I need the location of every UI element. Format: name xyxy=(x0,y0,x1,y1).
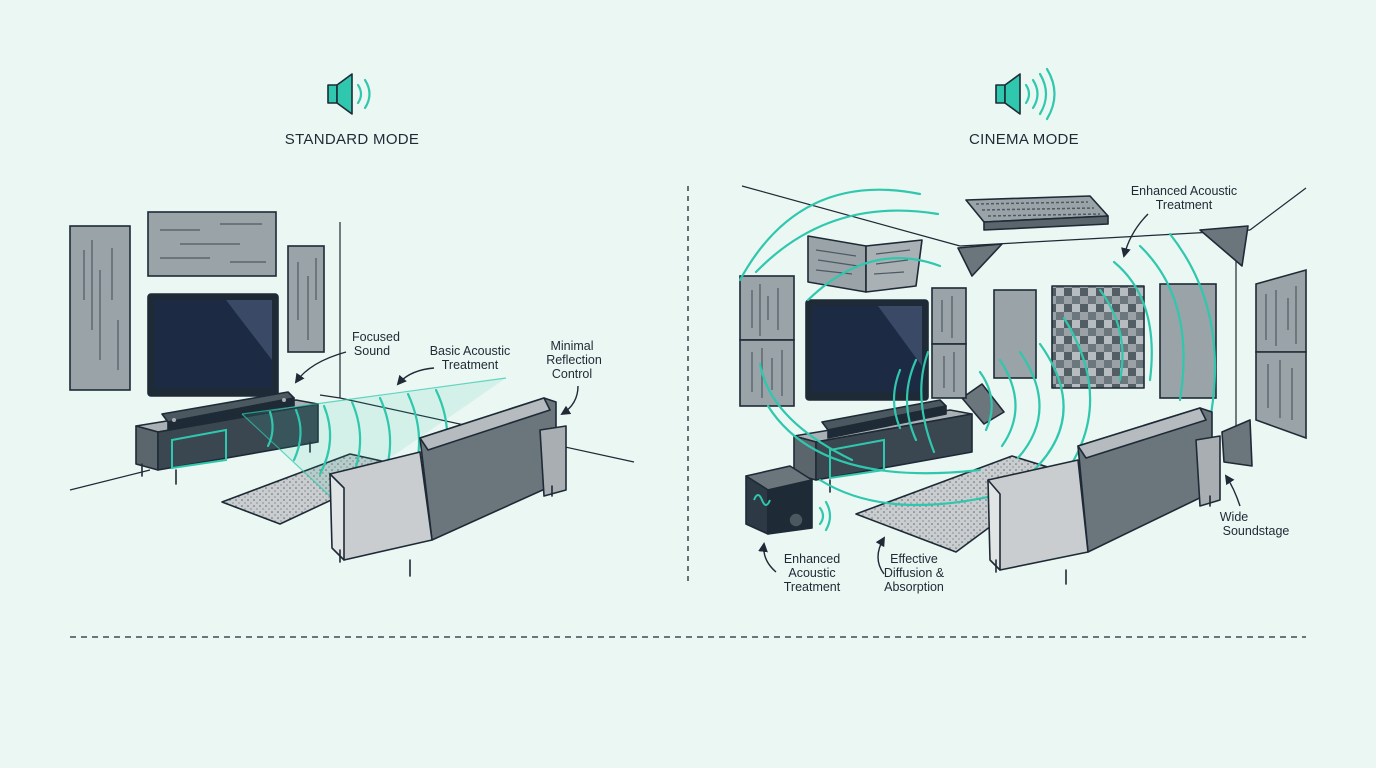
subwoofer xyxy=(745,465,832,535)
svg-text:Enhanced Acoustic: Enhanced Acoustic xyxy=(1131,184,1237,198)
cinema-mode-title: CINEMA MODE xyxy=(969,131,1079,148)
acoustic-panel-cinema-left xyxy=(739,275,795,407)
tv-cinema xyxy=(805,299,929,401)
svg-text:Reflection: Reflection xyxy=(546,353,602,367)
svg-text:Treatment: Treatment xyxy=(784,580,841,594)
tv-standard xyxy=(147,293,279,397)
svg-text:Diffusion &: Diffusion & xyxy=(884,566,945,580)
annotation-basic-acoustic-treatment: Basic Acoustic Treatment xyxy=(396,344,511,386)
speaker-icon-standard xyxy=(327,73,371,115)
acoustic-panel-right xyxy=(287,245,325,353)
acoustic-panel-cinema-far-right xyxy=(1255,268,1307,440)
acoustic-panel-cinema-right xyxy=(1159,283,1217,399)
svg-text:Wide: Wide xyxy=(1220,510,1249,524)
svg-text:Minimal: Minimal xyxy=(550,339,593,353)
standard-mode-title: STANDARD MODE xyxy=(285,131,419,148)
acoustic-panel-cinema-tall xyxy=(993,289,1037,379)
annotation-focused-sound: Focused Sound xyxy=(294,330,400,384)
svg-text:Treatment: Treatment xyxy=(442,358,499,372)
svg-text:Soundstage: Soundstage xyxy=(1223,524,1290,538)
annotation-wide-soundstage: Wide Soundstage xyxy=(1220,474,1290,538)
bass-trap-top-right xyxy=(1199,225,1249,267)
svg-text:Effective: Effective xyxy=(890,552,938,566)
bass-trap-bottom-right xyxy=(1221,419,1253,467)
svg-text:Absorption: Absorption xyxy=(884,580,944,594)
diffuser-checker-panel xyxy=(1051,285,1145,389)
sound-waves-standard xyxy=(241,377,507,499)
ceiling-panel xyxy=(965,195,1109,231)
acoustic-panel-top xyxy=(147,211,277,277)
speaker-icon-cinema xyxy=(995,67,1056,121)
sofa-cinema xyxy=(987,407,1221,585)
svg-text:Basic Acoustic: Basic Acoustic xyxy=(430,344,511,358)
annotation-minimal-reflection-control: Minimal Reflection Control xyxy=(546,339,602,416)
svg-text:Treatment: Treatment xyxy=(1156,198,1213,212)
svg-text:Enhanced: Enhanced xyxy=(784,552,840,566)
acoustic-panel-cinema-mid xyxy=(931,287,967,399)
bass-trap-floor-left xyxy=(961,383,1005,425)
bass-trap-top-left xyxy=(957,243,1003,277)
svg-text:Acoustic: Acoustic xyxy=(788,566,835,580)
svg-text:Sound: Sound xyxy=(354,344,390,358)
sofa-standard xyxy=(329,397,567,577)
standard-room xyxy=(69,211,635,577)
soundbar-cinema xyxy=(821,399,947,439)
annotation-enhanced-acoustic-treatment-top: Enhanced Acoustic Treatment xyxy=(1121,184,1237,258)
acoustic-panel-left xyxy=(69,225,131,391)
cinema-room xyxy=(738,185,1307,585)
diffuser-panel-top xyxy=(807,235,923,293)
soundbar-standard xyxy=(161,391,295,431)
annotation-enhanced-acoustic-treatment-bottom: Enhanced Acoustic Treatment xyxy=(758,542,841,594)
svg-text:Control: Control xyxy=(552,367,592,381)
svg-text:Focused: Focused xyxy=(352,330,400,344)
annotation-effective-diffusion-absorption: Effective Diffusion & Absorption xyxy=(875,536,945,594)
